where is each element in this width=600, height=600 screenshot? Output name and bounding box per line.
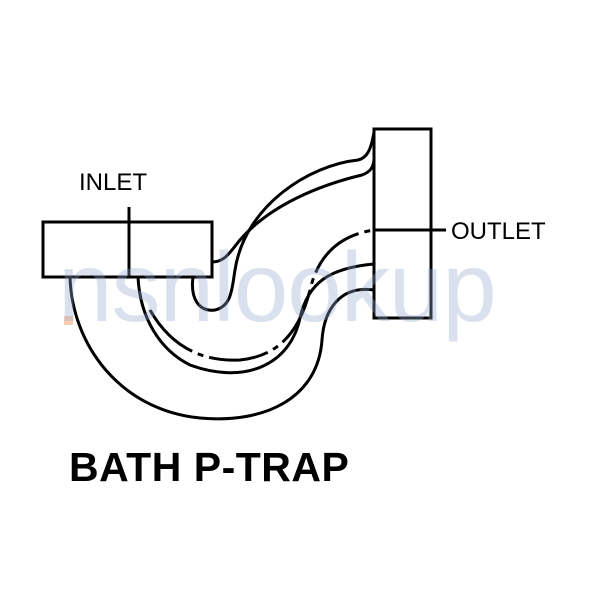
inlet-label: INLET xyxy=(79,169,148,196)
trap-outer-curve xyxy=(68,276,375,421)
trap-hidden-line xyxy=(148,228,375,362)
outlet-fitting xyxy=(372,127,433,320)
watermark-accent xyxy=(64,316,73,325)
trap-inner-curve xyxy=(136,262,375,375)
outlet-label: OUTLET xyxy=(451,218,546,245)
trap-upper-curve xyxy=(211,159,376,264)
trap-hook-curve xyxy=(190,131,376,312)
diagram-title: BATH P-TRAP xyxy=(69,444,350,490)
